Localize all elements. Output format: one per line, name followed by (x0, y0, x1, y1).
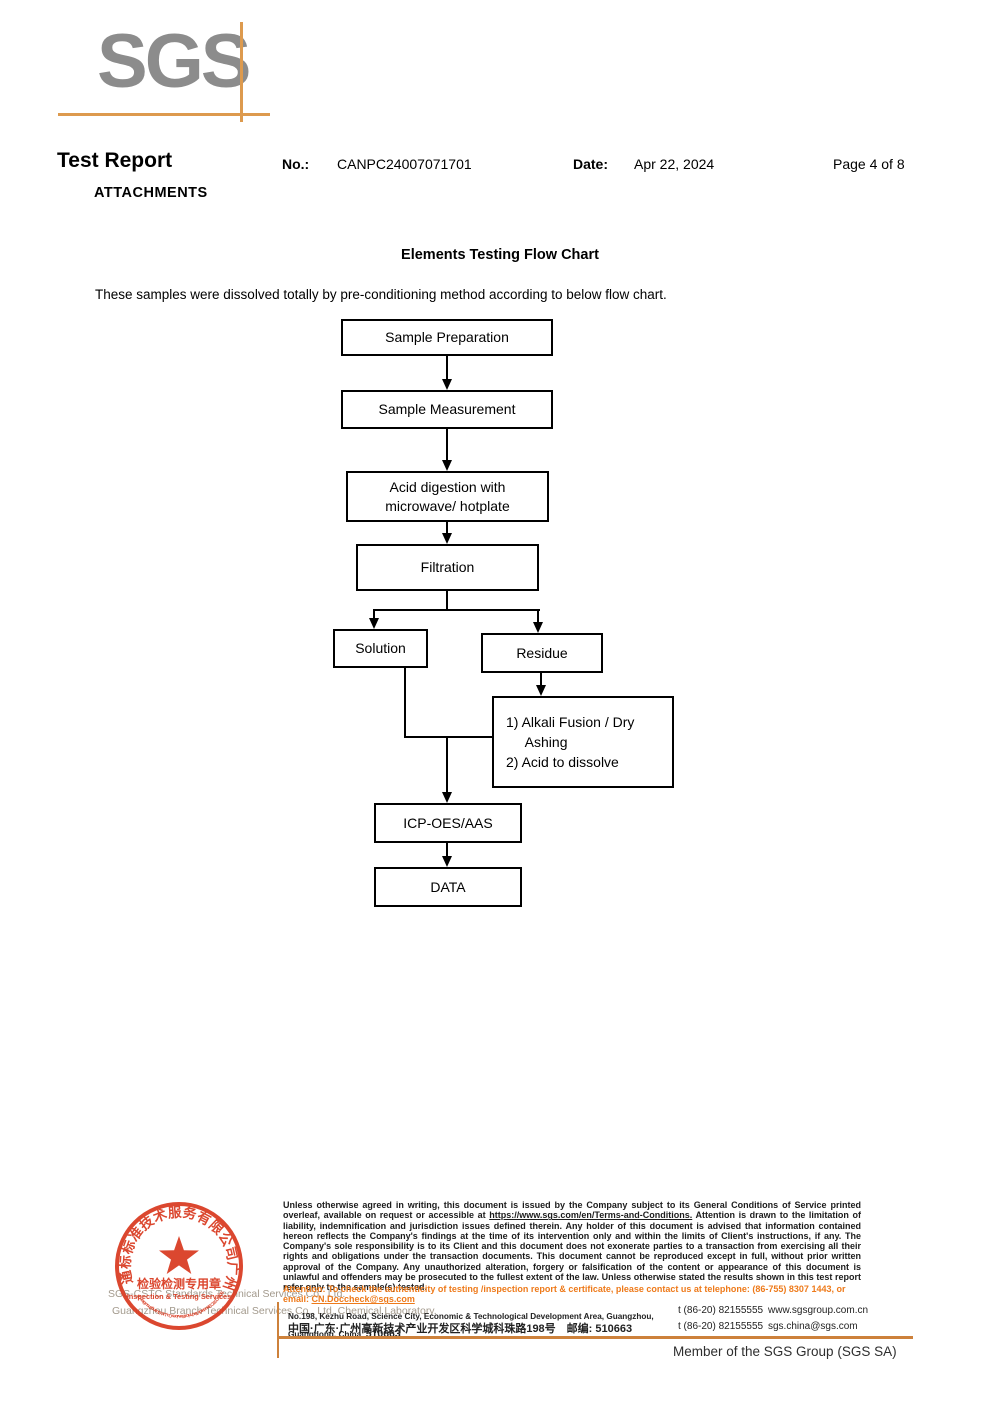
seal-cn-text: 检验检测专用章 (137, 1276, 221, 1291)
node-filtration: Filtration (356, 544, 539, 591)
connector-line (446, 591, 448, 610)
arrow-down-icon (533, 622, 543, 633)
arrow-down-icon (442, 379, 452, 390)
inspection-seal-stamp: 通标标准技术服务有限公司广州分公司 SGS-CSTC Standards Tec… (104, 1191, 243, 1330)
seal-ring (115, 1202, 243, 1330)
node-solution: Solution (333, 629, 428, 668)
seal-en-text: Inspection & Testing Services (127, 1292, 232, 1301)
address-cn: 中国·广东·广州高新技术产业开发区科学城科珠路198号 邮编: 510663 (288, 1323, 633, 1335)
connector-line (404, 736, 492, 738)
node-sample-measurement: Sample Measurement (341, 390, 553, 429)
arrow-down-icon (442, 856, 452, 867)
member-text: Member of the SGS Group (SGS SA) (673, 1344, 897, 1359)
doccheck-email-link[interactable]: CN.Doccheck@sgs.com (311, 1294, 415, 1305)
sgs-email-link[interactable]: sgs.china@sgs.com (768, 1321, 858, 1332)
company-name-line1: SGS-CSTC Standards Technical Services Co… (108, 1288, 346, 1300)
attention-text: Attention: To check the authenticity of … (283, 1284, 861, 1305)
arrow-down-icon (442, 792, 452, 803)
terms-link[interactable]: https://www.sgs.com/en/Terms-and-Conditi… (489, 1210, 693, 1221)
node-acid-digestion: Acid digestion with microwave/ hotplate (346, 471, 549, 522)
company-name-line2: Guangzhou Branch Technical Services Co.,… (112, 1305, 437, 1317)
report-no-value: CANPC24007071701 (337, 156, 472, 172)
flowchart-intro: These samples were dissolved totally by … (95, 287, 667, 302)
connector-line (404, 668, 406, 738)
date-label: Date: (573, 156, 609, 172)
sgs-logo: SGS (97, 19, 251, 104)
connector-line (540, 673, 542, 685)
node-data: DATA (374, 867, 522, 907)
seal-star-icon (159, 1236, 199, 1274)
website-link[interactable]: www.sgsgroup.com.cn (768, 1305, 869, 1316)
connector-line (373, 611, 375, 618)
node-residue: Residue (481, 633, 603, 673)
node-sample-preparation: Sample Preparation (341, 319, 553, 356)
attention-part1: Attention: To check the authenticity of … (283, 1284, 846, 1305)
flowchart-title: Elements Testing Flow Chart (401, 247, 599, 263)
page-number: Page 4 of 8 (833, 156, 905, 172)
connector-line (373, 609, 540, 611)
arrow-down-icon (369, 618, 379, 629)
node-icp-oes-aas: ICP-OES/AAS (374, 803, 522, 843)
attachments-heading: ATTACHMENTS (94, 185, 208, 201)
connector-line (446, 356, 448, 379)
logo-vertical-rule (240, 22, 243, 122)
connector-line (446, 738, 448, 792)
arrow-down-icon (536, 685, 546, 696)
legal-part1: Unless otherwise agreed in writing, this… (283, 1200, 861, 1221)
connector-line (446, 843, 448, 856)
page-title: Test Report (57, 149, 173, 172)
node-alkali-fusion: 1) Alkali Fusion / Dry Ashing 2) Acid to… (492, 696, 674, 788)
legal-part2: Attention is drawn to the limitation of … (283, 1210, 862, 1293)
phone-number-1: t (86-20) 82155555 (678, 1305, 764, 1316)
arrow-down-icon (442, 460, 452, 471)
logo-horizontal-rule (58, 113, 270, 116)
legal-text: Unless otherwise agreed in writing, this… (283, 1200, 861, 1293)
connector-line (446, 522, 448, 534)
report-no-label: No.: (282, 156, 310, 172)
connector-line (446, 429, 448, 460)
phone-number-2: t (86-20) 82155555 (678, 1321, 764, 1332)
address-en: No.198, Kezhu Road, Science City, Econom… (288, 1312, 654, 1339)
connector-line (537, 611, 539, 622)
date-value: Apr 22, 2024 (634, 156, 715, 172)
footer-horizontal-rule (277, 1336, 913, 1339)
footer-vertical-rule (277, 1302, 279, 1358)
arrow-down-icon (442, 533, 452, 544)
